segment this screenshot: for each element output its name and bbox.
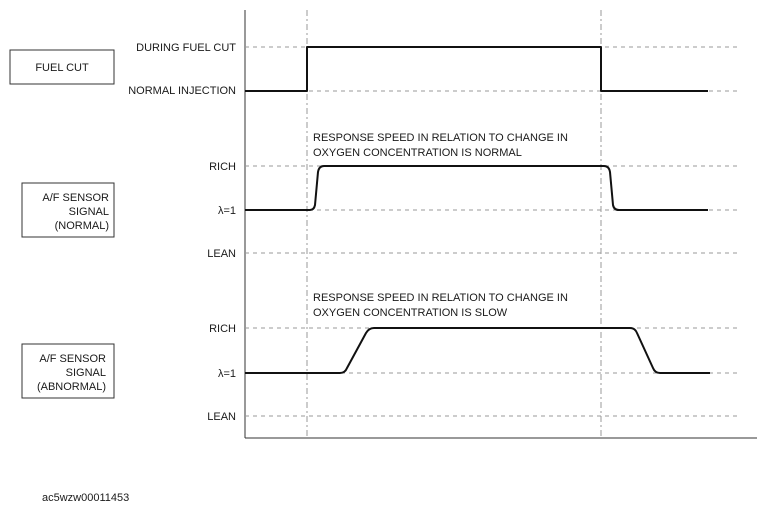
af-sensor-normal-box — [21, 182, 115, 238]
figure-id: ac5wzw00011453 — [42, 492, 129, 504]
af-sensor-normal-box-line-1: A/F SENSOR — [42, 192, 109, 204]
af-sensor-abnormal-box-line-2: SIGNAL — [66, 367, 106, 379]
abnormal-level-label-lean: LEAN — [207, 411, 236, 423]
abnormal-level-label-rich: RICH — [209, 323, 236, 335]
af-sensor-normal-box-line-2: SIGNAL — [69, 206, 109, 218]
normal-level-label-lambda: λ=1 — [218, 205, 236, 217]
fuel-cut-box-label: FUEL CUT — [35, 62, 89, 74]
normal-note-line-2: OXYGEN CONCENTRATION IS NORMAL — [313, 147, 522, 159]
normal-note-line-1: RESPONSE SPEED IN RELATION TO CHANGE IN — [313, 132, 568, 144]
af-sensor-abnormal-box-line-1: A/F SENSOR — [39, 353, 106, 365]
abnormal-note-line-1: RESPONSE SPEED IN RELATION TO CHANGE IN — [313, 292, 568, 304]
af-sensor-abnormal-trace — [245, 327, 710, 374]
level-label-during-fuel-cut: DURING FUEL CUT — [136, 42, 236, 54]
af-sensor-normal-trace — [245, 165, 708, 211]
abnormal-note-line-2: OXYGEN CONCENTRATION IS SLOW — [313, 307, 508, 319]
normal-level-label-rich: RICH — [209, 161, 236, 173]
abnormal-level-label-lambda: λ=1 — [218, 368, 236, 380]
af-sensor-abnormal-box — [21, 343, 115, 399]
normal-level-label-lean: LEAN — [207, 248, 236, 260]
fuel-cut-box — [9, 49, 115, 85]
af-sensor-normal-box-line-3: (NORMAL) — [55, 220, 109, 232]
level-label-normal-injection: NORMAL INJECTION — [128, 85, 236, 97]
af-sensor-abnormal-box-line-3: (ABNORMAL) — [37, 381, 106, 393]
fuel-cut-signal-trace — [245, 46, 708, 92]
